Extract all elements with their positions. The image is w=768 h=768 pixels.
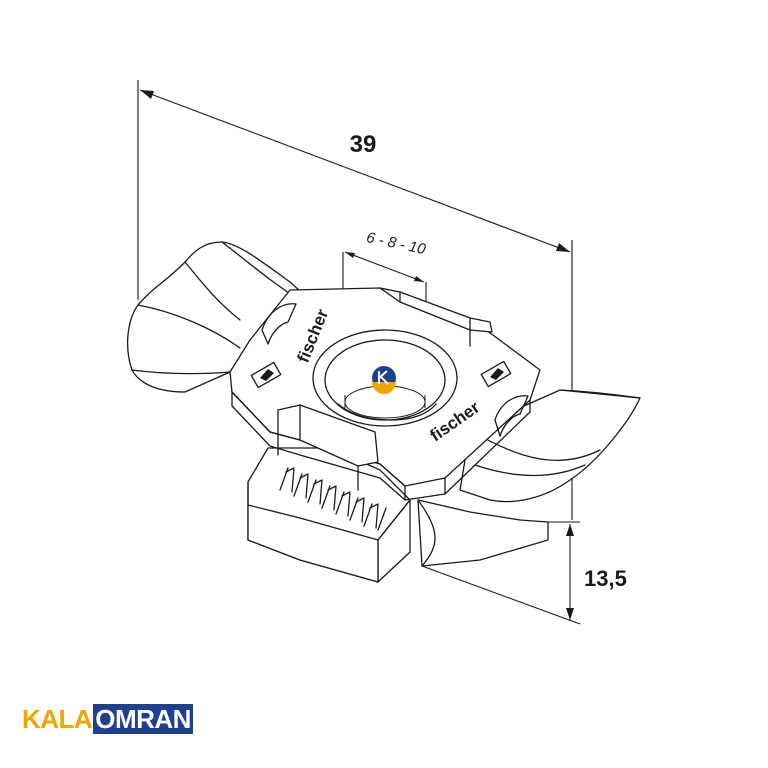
dimension-thread-label: 6 - 8 - 10 [365,229,428,258]
watermark-logo: KALA OMRAN [22,704,193,734]
center-badge [372,366,396,394]
slot-left [261,303,297,345]
dimension-height-label: 13,5 [584,566,627,591]
nut-teeth [279,467,387,531]
diamond-mark-left [250,361,282,389]
slot-right [494,395,529,437]
watermark-part-b: OMRAN [93,704,193,734]
dimension-length: 39 [137,80,573,520]
watermark-part-a: KALA [22,704,93,734]
wing-left [127,241,311,393]
diamond-mark-right [480,360,512,388]
nut-lower-body [247,447,549,583]
front-tab [277,404,379,491]
rear-tab [379,287,493,347]
dimension-length-label: 39 [350,131,377,158]
dimension-height: 13,5 [421,521,627,625]
